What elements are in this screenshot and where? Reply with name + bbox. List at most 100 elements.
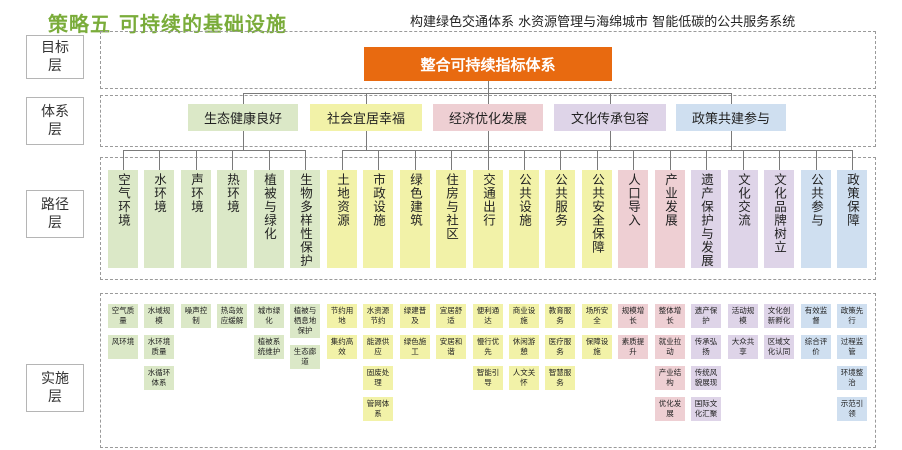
path-box-label: 文化品牌树立	[772, 173, 787, 254]
connector-line	[852, 150, 853, 170]
implementation-item: 素质提升	[618, 335, 648, 359]
implementation-item: 热岛效应缓解	[217, 304, 247, 328]
connector-line	[731, 93, 732, 104]
implementation-item: 活动规模	[728, 304, 758, 328]
connector-line	[159, 150, 160, 170]
implementation-item: 风环境	[108, 335, 138, 359]
implementation-item: 产业结构	[655, 366, 685, 390]
layer-label-goal: 目标层	[26, 35, 84, 79]
implementation-item: 便利通达	[473, 304, 503, 328]
path-box-label: 公共安全保障	[590, 173, 605, 254]
path-box: 生物多样性保护	[290, 170, 320, 268]
path-box-label: 遗产保护与发展	[699, 173, 714, 268]
connector-line	[597, 150, 598, 170]
implementation-item: 保障设施	[582, 335, 612, 359]
connector-line	[816, 150, 817, 170]
path-box: 文化交流	[728, 170, 758, 268]
connector-line	[743, 150, 744, 170]
implementation-item: 管网体系	[363, 397, 393, 421]
connector-line	[415, 150, 416, 170]
page-subtitle: 构建绿色交通体系 水资源管理与海绵城市 智能低碳的公共服务系统	[410, 15, 796, 30]
implementation-item: 优化发展	[655, 397, 685, 421]
connector-line	[610, 131, 611, 150]
implementation-item: 有效监督	[801, 304, 831, 328]
connector-line	[243, 93, 244, 104]
connector-line	[488, 93, 489, 104]
path-box: 人口导入	[618, 170, 648, 268]
connector-line	[366, 131, 367, 150]
path-box-label: 文化交流	[736, 173, 751, 227]
connector-line	[488, 81, 489, 93]
implementation-item: 安居和谐	[436, 335, 466, 359]
connector-line	[366, 93, 367, 104]
layer-label-system: 体系层	[26, 97, 84, 145]
implementation-item: 水域规模	[144, 304, 174, 328]
implementation-item: 传统风貌展现	[691, 366, 721, 390]
implementation-item: 区域文化认同	[764, 335, 794, 359]
connector-line	[305, 150, 306, 170]
path-box: 热环境	[217, 170, 247, 268]
connector-line	[524, 150, 525, 170]
implementation-item: 慢行优先	[473, 335, 503, 359]
implementation-item: 教育服务	[545, 304, 575, 328]
page-title: 策略五 可持续的基础设施	[48, 12, 287, 36]
connector-line	[243, 93, 731, 94]
implementation-item: 示范引领	[837, 397, 867, 421]
implementation-item: 绿建普及	[400, 304, 430, 328]
implementation-item: 智能引导	[473, 366, 503, 390]
path-box-label: 声环境	[189, 173, 204, 214]
system-box: 政策共建参与	[676, 104, 786, 131]
implementation-item: 人文关怀	[509, 366, 539, 390]
path-box: 绿色建筑	[400, 170, 430, 268]
connector-line	[610, 150, 780, 151]
path-box-label: 生物多样性保护	[298, 173, 313, 268]
path-box-label: 热环境	[225, 173, 240, 214]
path-box-label: 人口导入	[626, 173, 641, 227]
path-box: 交通出行	[473, 170, 503, 268]
path-box: 文化品牌树立	[764, 170, 794, 268]
implementation-item: 医疗服务	[545, 335, 575, 359]
path-box: 水环境	[144, 170, 174, 268]
path-box-label: 土地资源	[335, 173, 350, 227]
layer-label-implementation: 实施层	[26, 364, 84, 412]
implementation-item: 植被系统维护	[254, 335, 284, 359]
path-box-label: 公共设施	[517, 173, 532, 227]
connector-line	[123, 150, 306, 151]
connector-line	[269, 150, 270, 170]
implementation-item: 规模增长	[618, 304, 648, 328]
system-box: 文化传承包容	[554, 104, 666, 131]
implementation-item: 生态廊道	[290, 345, 320, 369]
connector-line	[488, 150, 489, 170]
implementation-item: 节约用地	[327, 304, 357, 328]
implementation-item: 就业拉动	[655, 335, 685, 359]
implementation-item: 传承弘扬	[691, 335, 721, 359]
path-box: 公共安全保障	[582, 170, 612, 268]
connector-line	[610, 93, 611, 104]
connector-line	[706, 150, 707, 170]
path-box: 土地资源	[327, 170, 357, 268]
path-box-label: 水环境	[152, 173, 167, 214]
path-box: 市政设施	[363, 170, 393, 268]
connector-line	[196, 150, 197, 170]
connector-line	[488, 131, 489, 150]
connector-line	[779, 150, 780, 170]
connector-line	[560, 150, 561, 170]
path-box: 住房与社区	[436, 170, 466, 268]
implementation-item: 文化创新孵化	[764, 304, 794, 328]
path-box: 公共设施	[509, 170, 539, 268]
path-box-label: 市政设施	[371, 173, 386, 227]
path-box-label: 公共服务	[553, 173, 568, 227]
path-box-label: 住房与社区	[444, 173, 459, 241]
implementation-item: 绿色施工	[400, 335, 430, 359]
path-box-label: 公共参与	[809, 173, 824, 227]
connector-line	[123, 150, 124, 170]
system-box: 经济优化发展	[433, 104, 543, 131]
implementation-item: 场所安全	[582, 304, 612, 328]
connector-line	[451, 150, 452, 170]
path-box-label: 交通出行	[481, 173, 496, 227]
implementation-item: 综合评价	[801, 335, 831, 359]
connector-line	[633, 150, 634, 170]
connector-line	[378, 150, 379, 170]
path-box-label: 政策保障	[845, 173, 860, 227]
implementation-item: 环境整治	[837, 366, 867, 390]
